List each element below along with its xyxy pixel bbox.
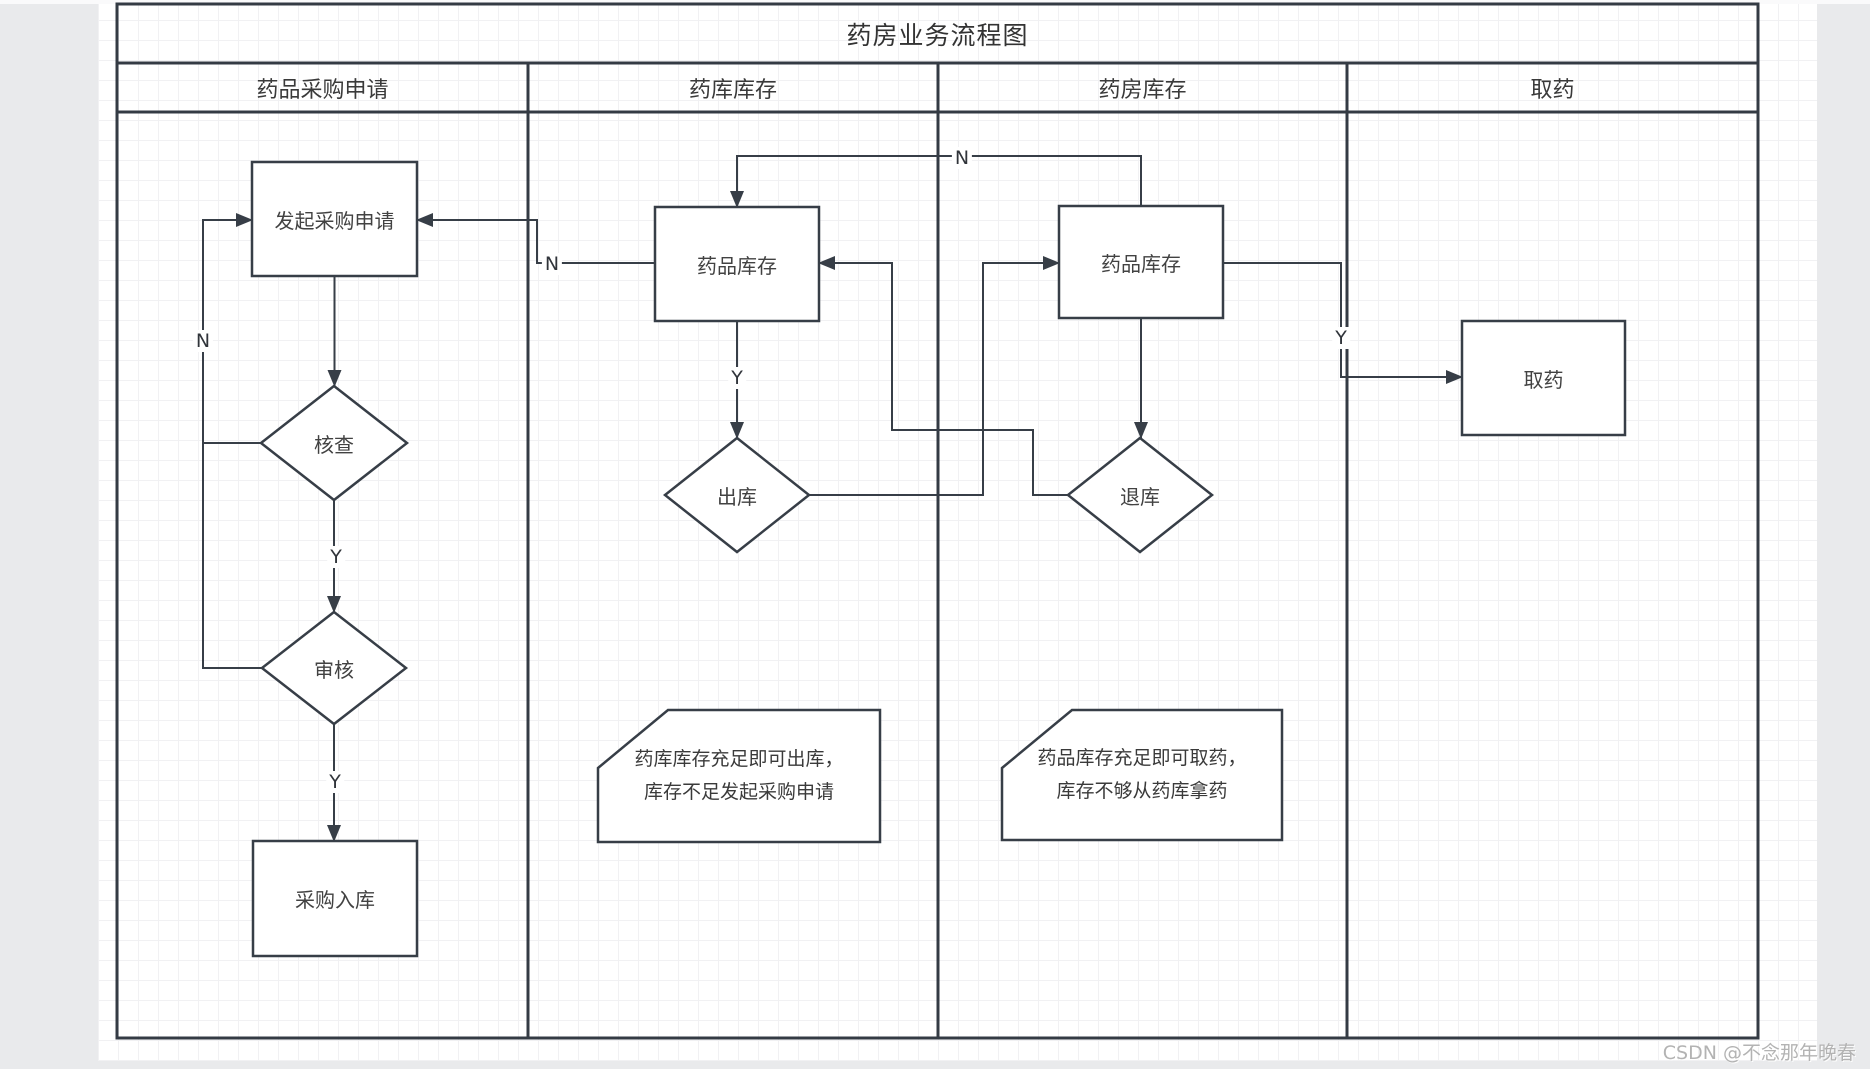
purchase-inbound-box: [251, 839, 419, 958]
edge-label-yes-warehouse: Y: [728, 367, 746, 389]
csdn-watermark: CSDN @不念那年晚春: [1662, 1042, 1856, 1064]
edge-label-no-pharmacy: N: [951, 147, 973, 169]
edge-label-no-warehouse: N: [541, 253, 563, 275]
purchase-inbound-label: 采购入库: [295, 888, 375, 912]
audit-label: 审核: [314, 657, 354, 682]
lane-header-purchase-request: 药品采购申请: [256, 77, 389, 103]
pharmacy-note-shape: [1000, 708, 1284, 842]
lane-header-dispense: 取药: [1530, 77, 1575, 103]
warehouse-note-line2: 库存不足发起采购申请: [643, 781, 834, 803]
connectors: [202, 155, 1463, 842]
audit-diamond: [259, 610, 409, 726]
outbound-label: 出库: [717, 484, 757, 509]
pharmacy-note-line2: 库存不够从药库拿药: [1056, 780, 1228, 802]
edge-label-yes-dispense: Y: [1332, 327, 1350, 349]
edge-return-to-warehouse-stock: [818, 256, 1068, 496]
initiate-purchase-label: 发起采购申请: [274, 208, 395, 233]
dispense-label: 取药: [1523, 367, 1564, 392]
outbound-diamond: [662, 436, 812, 554]
swimlane-table: [115, 2, 1760, 1040]
lane-header-pharmacy-stock: 药房库存: [1098, 77, 1187, 103]
edge-no-loop-to-initiate: [202, 213, 253, 669]
nodes: [250, 160, 1627, 958]
lane-header-warehouse-stock: 药库库存: [688, 77, 777, 103]
warehouse-note: 药库库存充足即可出库， 库存不足发起采购申请: [598, 712, 880, 840]
warehouse-stock-label: 药品库存: [697, 253, 777, 278]
edge-pharmacy-yes-to-dispense: [1223, 262, 1463, 384]
page-top-edge: [0, 0, 1870, 4]
return-diamond: [1065, 436, 1215, 554]
dispense-box: [1460, 319, 1627, 437]
check-diamond: [258, 384, 410, 502]
page-title: 药房业务流程图: [846, 20, 1029, 50]
warehouse-note-shape: [596, 708, 882, 844]
pharmacy-stock-label: 药品库存: [1101, 251, 1181, 276]
pharmacy-note: 药品库存充足即可取药， 库存不够从药库拿药: [1002, 712, 1282, 838]
edge-warehouse-no-to-initiate: [416, 213, 655, 264]
pharmacy-stock-box: [1057, 204, 1225, 320]
edge-outbound-to-pharmacy-stock: [809, 256, 1060, 496]
initiate-purchase-box: [250, 160, 419, 278]
edge-label-yes-check: Y: [327, 546, 345, 568]
check-label: 核查: [314, 432, 354, 457]
warehouse-note-line1: 药库库存充足即可出库，: [634, 748, 844, 770]
edge-label-yes-audit: Y: [326, 771, 344, 793]
warehouse-stock-box: [653, 205, 821, 323]
return-label: 退库: [1120, 484, 1160, 509]
pharmacy-note-line1: 药品库存充足即可取药，: [1037, 747, 1247, 769]
edge-pharmacy-no-to-warehouse-stock: [730, 155, 1142, 208]
edge-label-no-loop: N: [192, 330, 214, 352]
